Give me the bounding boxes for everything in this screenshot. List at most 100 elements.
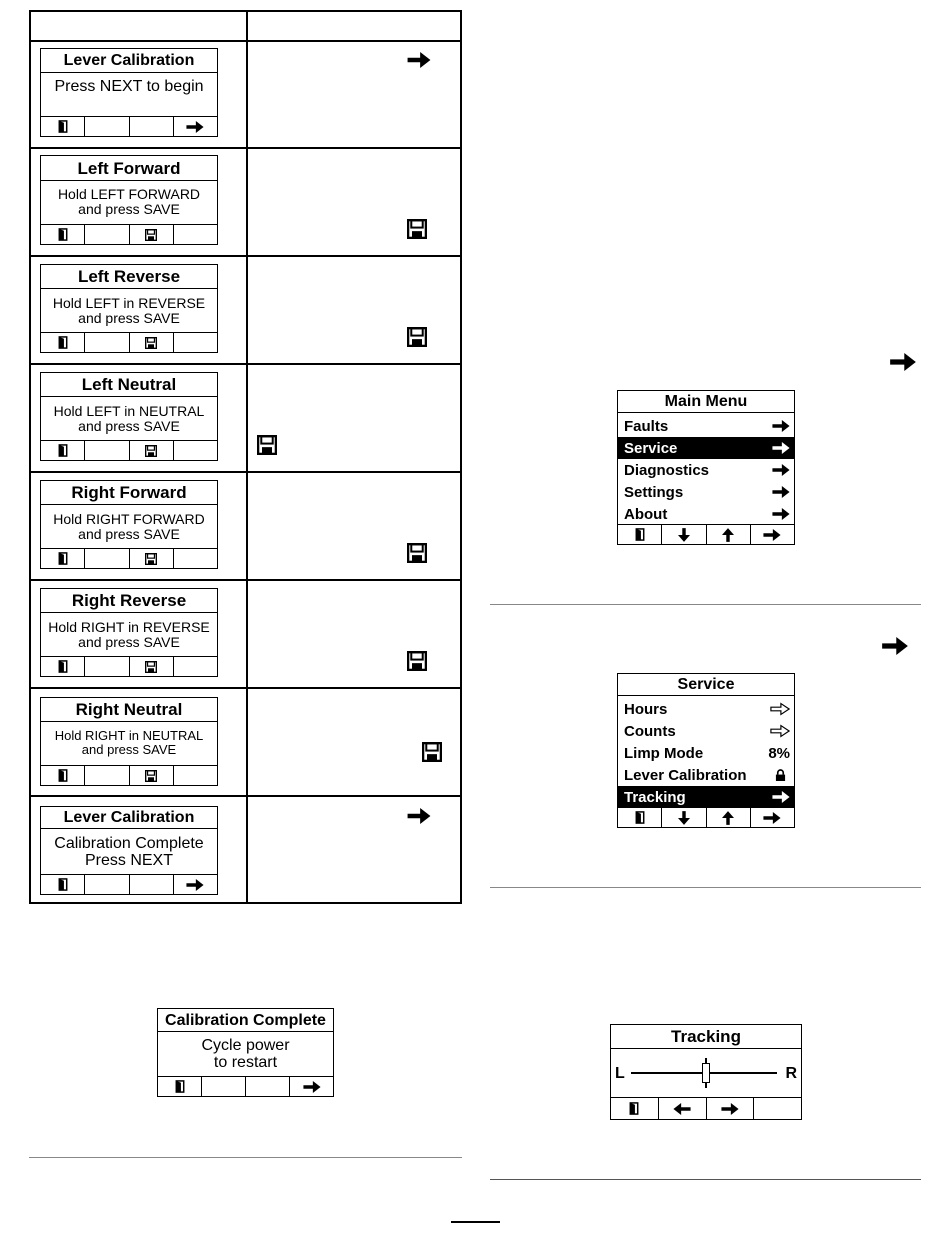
screen-title: Lever Calibration <box>41 49 217 73</box>
exit-key[interactable] <box>41 549 86 568</box>
menu-item-diagnostics[interactable]: Diagnostics <box>618 459 794 481</box>
blank-key[interactable] <box>85 766 130 785</box>
softkey-bar <box>158 1076 333 1096</box>
blank-key[interactable] <box>174 441 217 460</box>
next-key[interactable] <box>290 1077 333 1096</box>
menu-item-label: Faults <box>624 417 669 435</box>
menu-item-label: About <box>624 505 668 523</box>
save-key[interactable] <box>130 657 174 676</box>
save-key[interactable] <box>130 225 174 244</box>
exit-key[interactable] <box>158 1077 202 1096</box>
right-key[interactable] <box>707 1098 755 1119</box>
blank-key[interactable] <box>174 657 217 676</box>
arrow-down-icon <box>678 811 690 825</box>
message-line: Hold RIGHT FORWARD <box>53 511 205 527</box>
next-key[interactable] <box>174 117 217 136</box>
section-divider <box>490 1179 921 1180</box>
left-key[interactable] <box>659 1098 707 1119</box>
save-icon <box>406 219 428 239</box>
message-line: Cycle power <box>201 1037 290 1054</box>
blank-key[interactable] <box>202 1077 246 1096</box>
arrow-right-icon <box>763 812 781 824</box>
exit-key[interactable] <box>41 333 86 352</box>
exit-key[interactable] <box>41 766 86 785</box>
screen-title: Main Menu <box>618 391 794 413</box>
table-header <box>31 12 460 42</box>
tracking-screen: Tracking L R <box>610 1024 802 1120</box>
exit-icon <box>58 660 68 673</box>
exit-icon <box>58 336 68 349</box>
up-key[interactable] <box>707 525 751 544</box>
exit-key[interactable] <box>611 1098 659 1119</box>
section-divider <box>29 1157 462 1158</box>
down-key[interactable] <box>662 808 707 827</box>
save-key[interactable] <box>130 333 174 352</box>
save-icon <box>421 742 443 762</box>
message-line: and press SAVE <box>81 742 177 758</box>
blank-key[interactable] <box>754 1098 801 1119</box>
next-key[interactable] <box>751 525 794 544</box>
softkey-bar <box>41 116 217 136</box>
menu-item-counts[interactable]: Counts <box>618 720 794 742</box>
up-key[interactable] <box>707 808 751 827</box>
save-key[interactable] <box>130 549 174 568</box>
exit-key[interactable] <box>41 657 86 676</box>
blank-key[interactable] <box>85 225 130 244</box>
save-icon <box>406 327 428 347</box>
menu-item-hours[interactable]: Hours <box>618 698 794 720</box>
menu-item-label: Hours <box>624 700 668 718</box>
down-key[interactable] <box>662 525 707 544</box>
tracking-slider-handle[interactable] <box>702 1063 710 1083</box>
right-neutral-screen: Right Neutral Hold RIGHT in NEUTRAL and … <box>40 697 218 786</box>
procedure-table <box>29 10 462 904</box>
exit-key[interactable] <box>41 875 86 894</box>
right-forward-screen: Right Forward Hold RIGHT FORWARD and pre… <box>40 480 218 569</box>
save-key[interactable] <box>130 766 174 785</box>
next-key[interactable] <box>751 808 794 827</box>
blank-key[interactable] <box>85 875 130 894</box>
blank-key[interactable] <box>174 225 217 244</box>
screen-message: Hold RIGHT in NEUTRAL and press SAVE <box>41 728 217 758</box>
blank-key[interactable] <box>85 333 130 352</box>
menu-item-settings[interactable]: Settings <box>618 481 794 503</box>
exit-key[interactable] <box>41 225 86 244</box>
menu-item-about[interactable]: About <box>618 503 794 525</box>
lock-icon <box>775 769 786 782</box>
menu-item-service[interactable]: Service <box>618 437 794 459</box>
menu-item-tracking[interactable]: Tracking <box>618 786 794 808</box>
save-key[interactable] <box>130 441 174 460</box>
left-forward-screen: Left Forward Hold LEFT FORWARD and press… <box>40 155 218 245</box>
blank-key[interactable] <box>130 875 174 894</box>
blank-key[interactable] <box>85 549 130 568</box>
row-divider <box>31 687 460 689</box>
exit-key[interactable] <box>618 525 663 544</box>
blank-key[interactable] <box>85 441 130 460</box>
menu-item-lever-calibration[interactable]: Lever Calibration <box>618 764 794 786</box>
save-icon <box>256 435 278 455</box>
softkey-bar <box>41 765 217 785</box>
arrow-right-icon <box>772 464 790 476</box>
row-divider <box>31 255 460 257</box>
exit-key[interactable] <box>618 808 663 827</box>
menu-item-label: Service <box>624 439 678 457</box>
blank-key[interactable] <box>174 766 217 785</box>
blank-key[interactable] <box>130 117 174 136</box>
blank-key[interactable] <box>174 333 217 352</box>
menu-item-faults[interactable]: Faults <box>618 415 794 437</box>
softkey-bar <box>41 440 217 460</box>
blank-key[interactable] <box>85 657 130 676</box>
exit-key[interactable] <box>41 117 86 136</box>
screen-message: Calibration Complete Press NEXT <box>41 835 217 870</box>
menu-item-label: Settings <box>624 483 684 501</box>
exit-icon <box>175 1080 185 1093</box>
save-icon <box>145 661 157 673</box>
exit-icon <box>635 528 645 541</box>
blank-key[interactable] <box>85 117 130 136</box>
softkey-bar <box>41 548 217 568</box>
blank-key[interactable] <box>246 1077 290 1096</box>
blank-key[interactable] <box>174 549 217 568</box>
next-key[interactable] <box>174 875 217 894</box>
menu-item-limp-mode[interactable]: Limp Mode 8% <box>618 742 794 764</box>
exit-key[interactable] <box>41 441 86 460</box>
message-line: and press SAVE <box>78 201 180 218</box>
